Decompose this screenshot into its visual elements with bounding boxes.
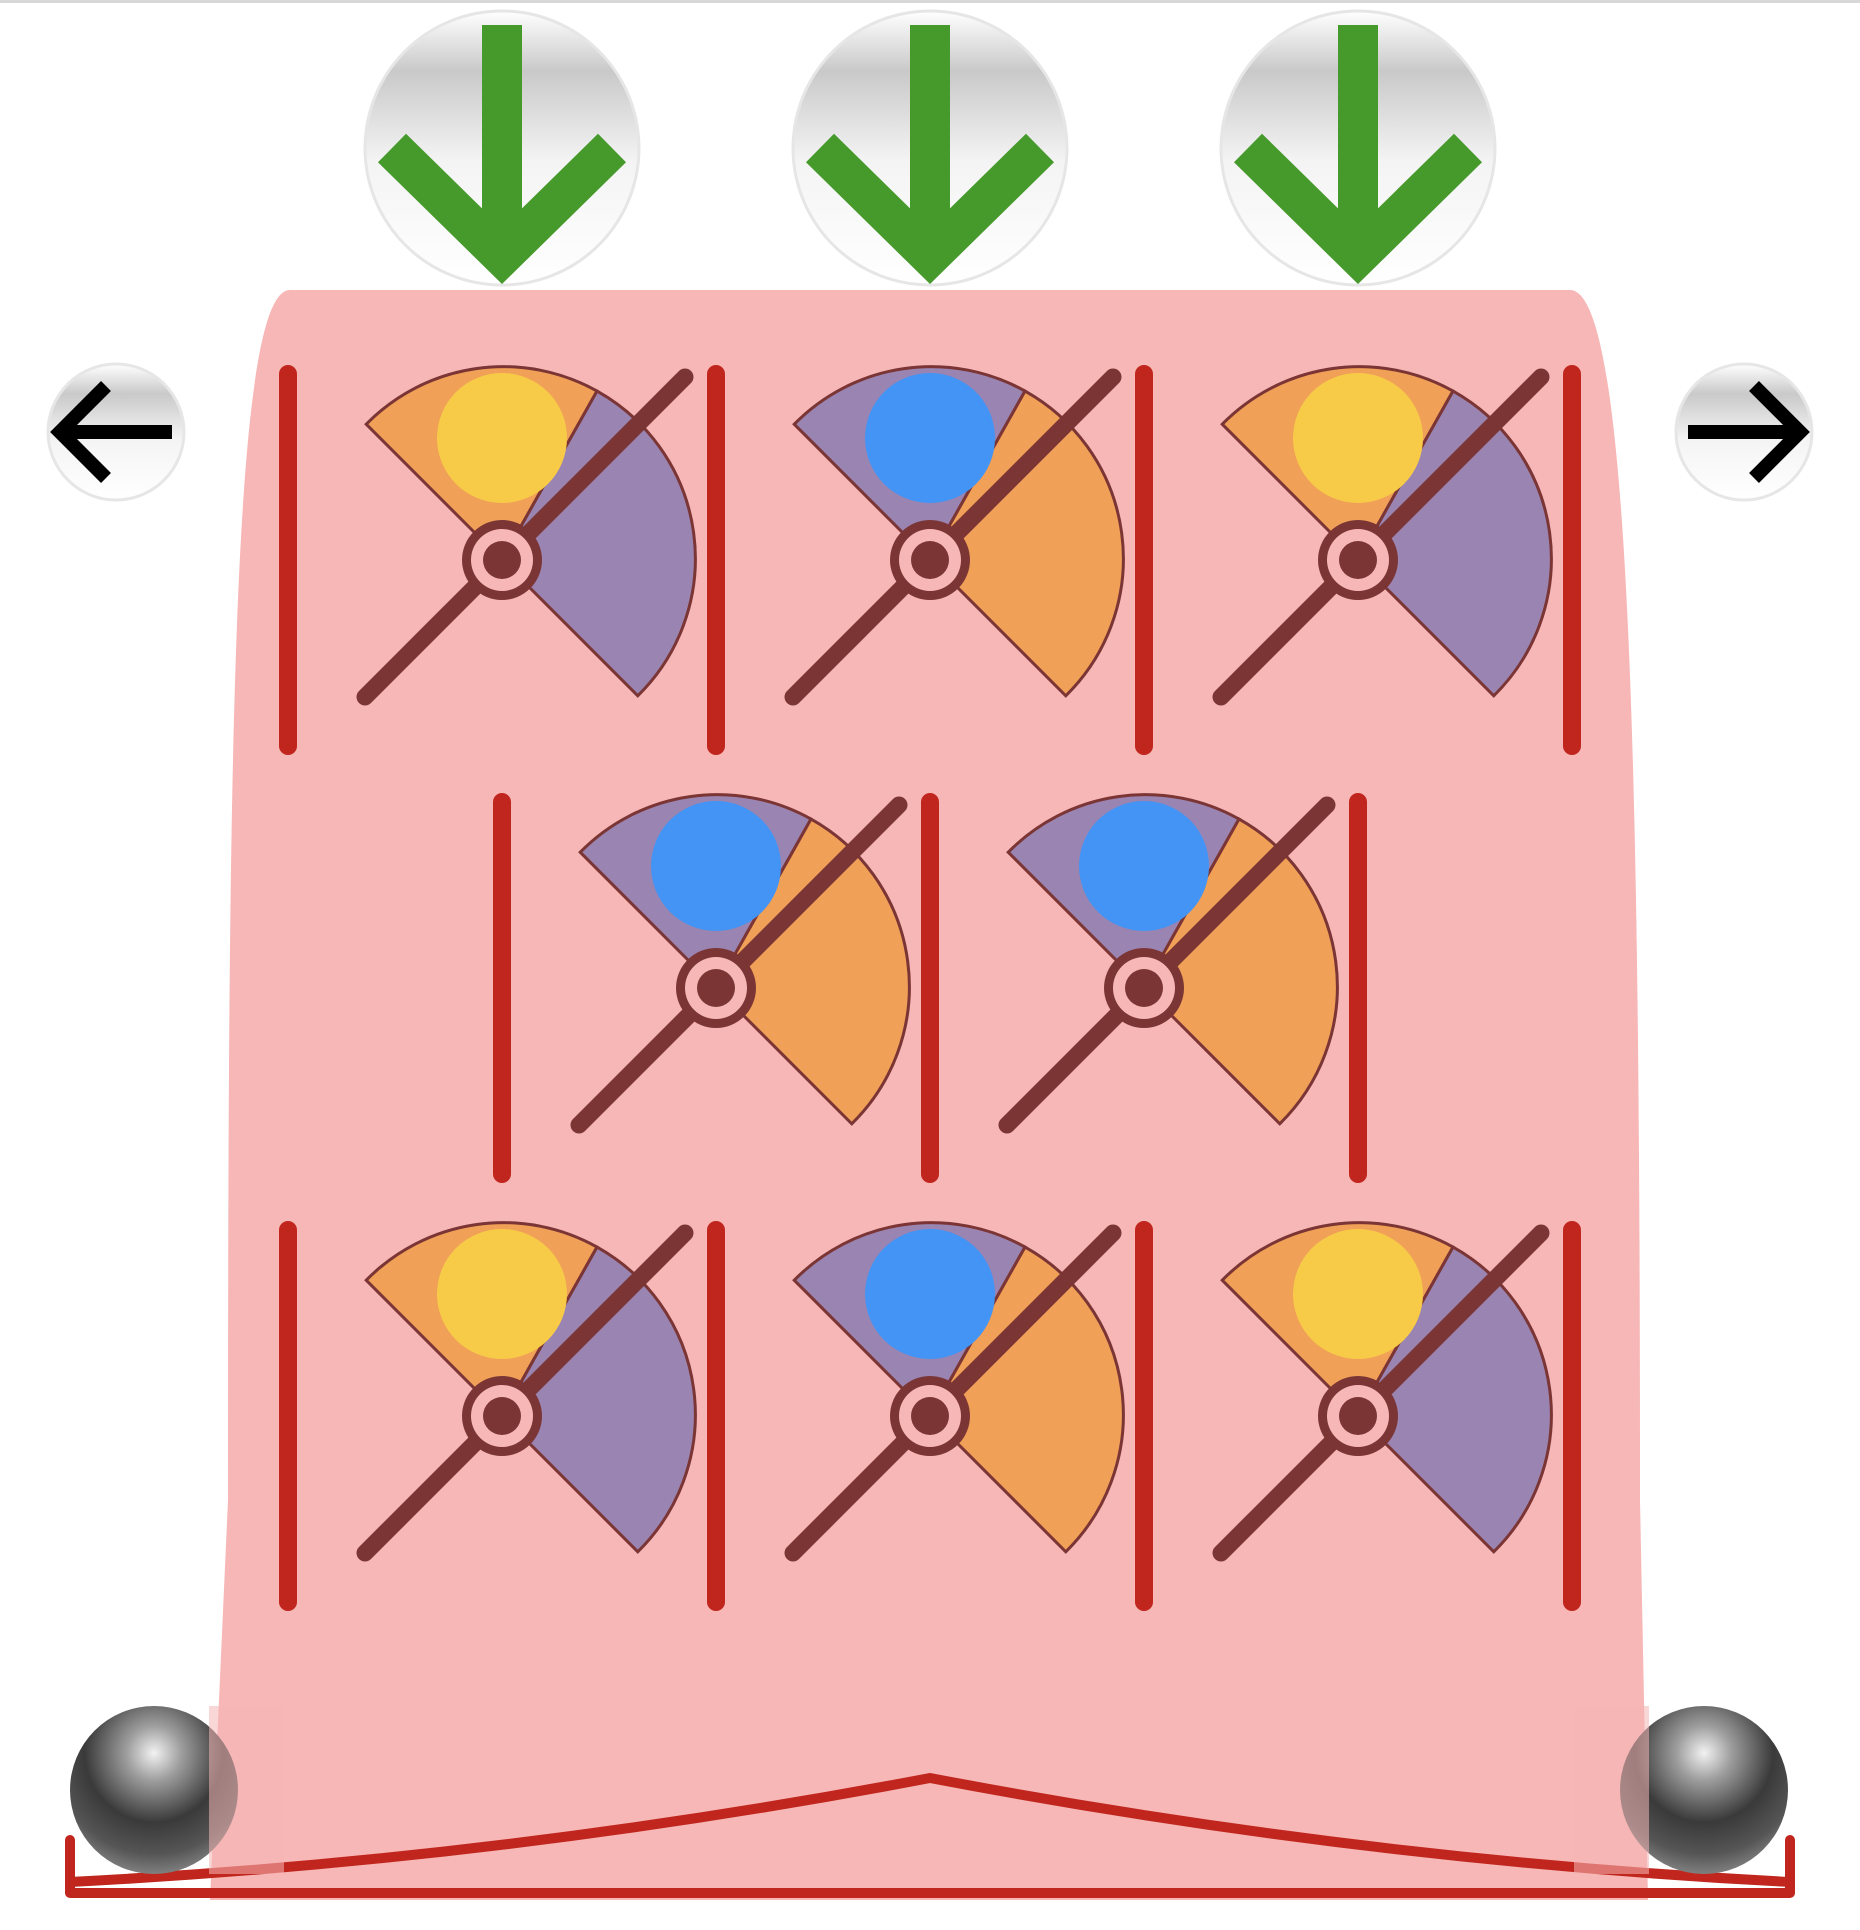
gear-bit-icon[interactable] [784,1221,1125,1562]
bit-hub-pin [483,1397,521,1435]
arrow-down-icon [377,25,627,285]
bit-indicator-ball [1293,1229,1423,1359]
top-divider [0,0,1860,3]
bit-indicator-ball [1079,801,1209,931]
bit-main-wedge [928,388,1125,698]
marble-icon [1574,1706,1788,1874]
bit-indicator-ball [437,1229,567,1359]
arrow-right-icon [1688,381,1810,483]
marble-icon [70,1706,284,1874]
previous-button[interactable] [46,362,186,502]
gear-bit-icon[interactable] [356,1221,697,1562]
drop-marble-button[interactable] [791,9,1069,287]
bit-main-wedge [714,816,911,1126]
gear-bit-icon[interactable] [784,365,1125,706]
gear-bit-icon[interactable] [1212,365,1553,706]
arrow-down-icon [1233,25,1483,285]
gear-bit-icon[interactable] [570,793,911,1134]
bit-indicator-ball [651,801,781,931]
arrow-left-icon [50,381,172,483]
bit-main-wedge [1142,816,1339,1126]
drop-marble-button[interactable] [363,9,641,287]
drop-marble-button[interactable] [1219,9,1497,287]
bit-main-wedge [1356,388,1553,698]
bit-hub-pin [1125,969,1163,1007]
bit-hub-pin [911,1397,949,1435]
bit-main-wedge [500,388,697,698]
bit-indicator-ball [865,1229,995,1359]
bit-indicator-ball [1293,373,1423,503]
bit-indicator-ball [865,373,995,503]
collector-ramp [65,1773,1795,1898]
bit-hub-pin [697,969,735,1007]
bit-main-wedge [500,1244,697,1554]
next-button[interactable] [1674,362,1814,502]
gear-bit-icon[interactable] [1212,1221,1553,1562]
bit-indicator-ball [437,373,567,503]
gear-bit-icon[interactable] [356,365,697,706]
bit-hub-pin [1339,541,1377,579]
bit-main-wedge [928,1244,1125,1554]
arrow-down-icon [805,25,1055,285]
bit-hub-pin [483,541,521,579]
bit-main-wedge [1356,1244,1553,1554]
gear-bit-icon[interactable] [998,793,1339,1134]
bit-hub-pin [911,541,949,579]
bit-hub-pin [1339,1397,1377,1435]
